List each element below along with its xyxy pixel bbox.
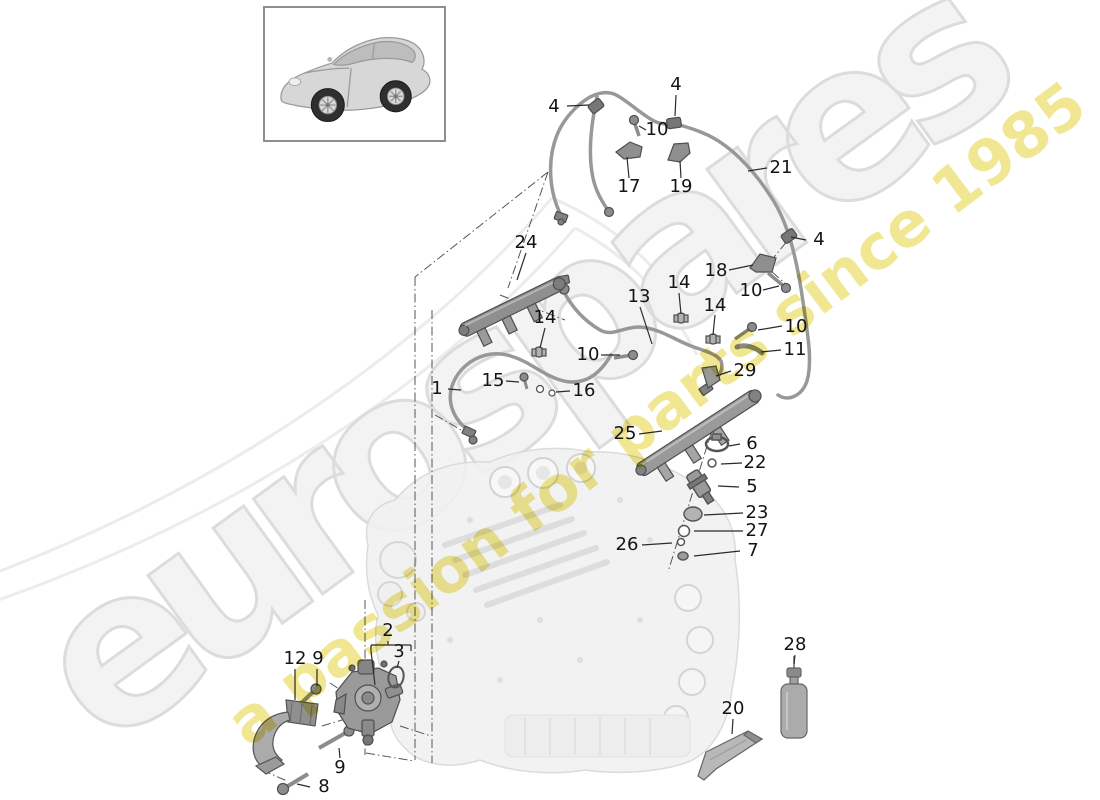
clamp-6-tab xyxy=(711,433,722,441)
high-pressure-pump xyxy=(333,659,404,746)
fuel-line-13 xyxy=(562,290,724,390)
fuel-line-front xyxy=(548,91,705,217)
vehicle-thumbnail-box xyxy=(263,6,446,142)
callout-label-22[interactable]: 22 xyxy=(743,452,767,473)
callout-label-26[interactable]: 26 xyxy=(615,534,639,555)
callout-label-19[interactable]: 19 xyxy=(669,176,693,197)
fuel-rail-24 xyxy=(458,277,566,347)
hose-11 xyxy=(734,343,765,356)
callout-label-10[interactable]: 10 xyxy=(576,344,600,365)
callout-label-9[interactable]: 9 xyxy=(312,648,324,669)
callout-label-15[interactable]: 15 xyxy=(481,370,505,391)
callout-label-14[interactable]: 14 xyxy=(533,307,557,328)
callout-label-4[interactable]: 4 xyxy=(548,96,560,117)
fuel-line-front-branch xyxy=(588,95,609,211)
callout-label-29[interactable]: 29 xyxy=(733,360,757,381)
callout-label-25[interactable]: 25 xyxy=(613,423,637,444)
background-swoosh xyxy=(0,196,699,601)
callout-label-1[interactable]: 1 xyxy=(431,378,443,399)
fuel-line-1 xyxy=(448,352,613,433)
callout-label-17[interactable]: 17 xyxy=(617,176,641,197)
callout-label-14[interactable]: 14 xyxy=(703,295,727,316)
callout-label-27[interactable]: 27 xyxy=(745,520,769,541)
car-rear-wheel xyxy=(379,80,412,113)
o-ring-27 xyxy=(677,524,691,538)
injector-5 xyxy=(686,469,715,505)
callout-label-20[interactable]: 20 xyxy=(721,698,745,719)
callout-label-14[interactable]: 14 xyxy=(667,272,691,293)
callout-label-7[interactable]: 7 xyxy=(747,540,759,561)
callout-label-4[interactable]: 4 xyxy=(670,74,682,95)
seal-ring-22 xyxy=(707,458,717,468)
callout-label-2[interactable]: 2 xyxy=(382,620,394,641)
fuel-pipes xyxy=(448,91,812,433)
callout-label-18[interactable]: 18 xyxy=(704,260,728,281)
leader-lines xyxy=(294,94,807,788)
callout-label-6[interactable]: 6 xyxy=(746,433,758,454)
callout-label-23[interactable]: 23 xyxy=(745,502,769,523)
clip-4 xyxy=(587,97,798,244)
holder-29 xyxy=(701,365,721,389)
callout-label-13[interactable]: 13 xyxy=(627,286,651,307)
vehicle-thumbnail-car xyxy=(280,37,431,123)
callout-label-12[interactable]: 12 xyxy=(283,648,307,669)
callout-label-24[interactable]: 24 xyxy=(514,232,538,253)
clamp-14 xyxy=(531,312,721,358)
sealant-20 xyxy=(697,730,764,781)
callout-label-10[interactable]: 10 xyxy=(739,280,763,301)
small-parts xyxy=(276,97,798,796)
bracket-19 xyxy=(667,142,691,163)
car-front-wheel xyxy=(310,88,345,123)
seal-7 xyxy=(677,551,689,561)
support-sleeve-23 xyxy=(683,506,703,522)
callout-label-3[interactable]: 3 xyxy=(393,641,405,662)
callout-label-10[interactable]: 10 xyxy=(784,316,808,337)
bracket-17 xyxy=(615,141,643,160)
car-mirror xyxy=(327,57,333,62)
lubricant-28 xyxy=(780,656,808,739)
fuel-rail-25 xyxy=(635,389,762,482)
bracket-18 xyxy=(749,253,777,273)
support-bracket-12 xyxy=(252,699,319,775)
callout-label-11[interactable]: 11 xyxy=(783,339,807,360)
group-bracket-2 xyxy=(370,641,412,686)
fuel-line-21 xyxy=(701,131,812,400)
callout-label-10[interactable]: 10 xyxy=(645,119,669,140)
o-ring-26 xyxy=(676,537,686,547)
callout-label-9[interactable]: 9 xyxy=(334,757,346,778)
callout-label-4[interactable]: 4 xyxy=(813,229,825,250)
injector-chain xyxy=(676,433,730,561)
car-headlight xyxy=(288,77,302,87)
callout-label-5[interactable]: 5 xyxy=(746,476,758,497)
o-ring-3 xyxy=(387,665,405,689)
callout-label-21[interactable]: 21 xyxy=(769,157,793,178)
callout-label-28[interactable]: 28 xyxy=(783,634,807,655)
clamp-16 xyxy=(535,384,556,397)
callout-label-8[interactable]: 8 xyxy=(318,776,330,797)
car-greenhouse xyxy=(332,40,416,66)
callout-label-16[interactable]: 16 xyxy=(572,380,596,401)
